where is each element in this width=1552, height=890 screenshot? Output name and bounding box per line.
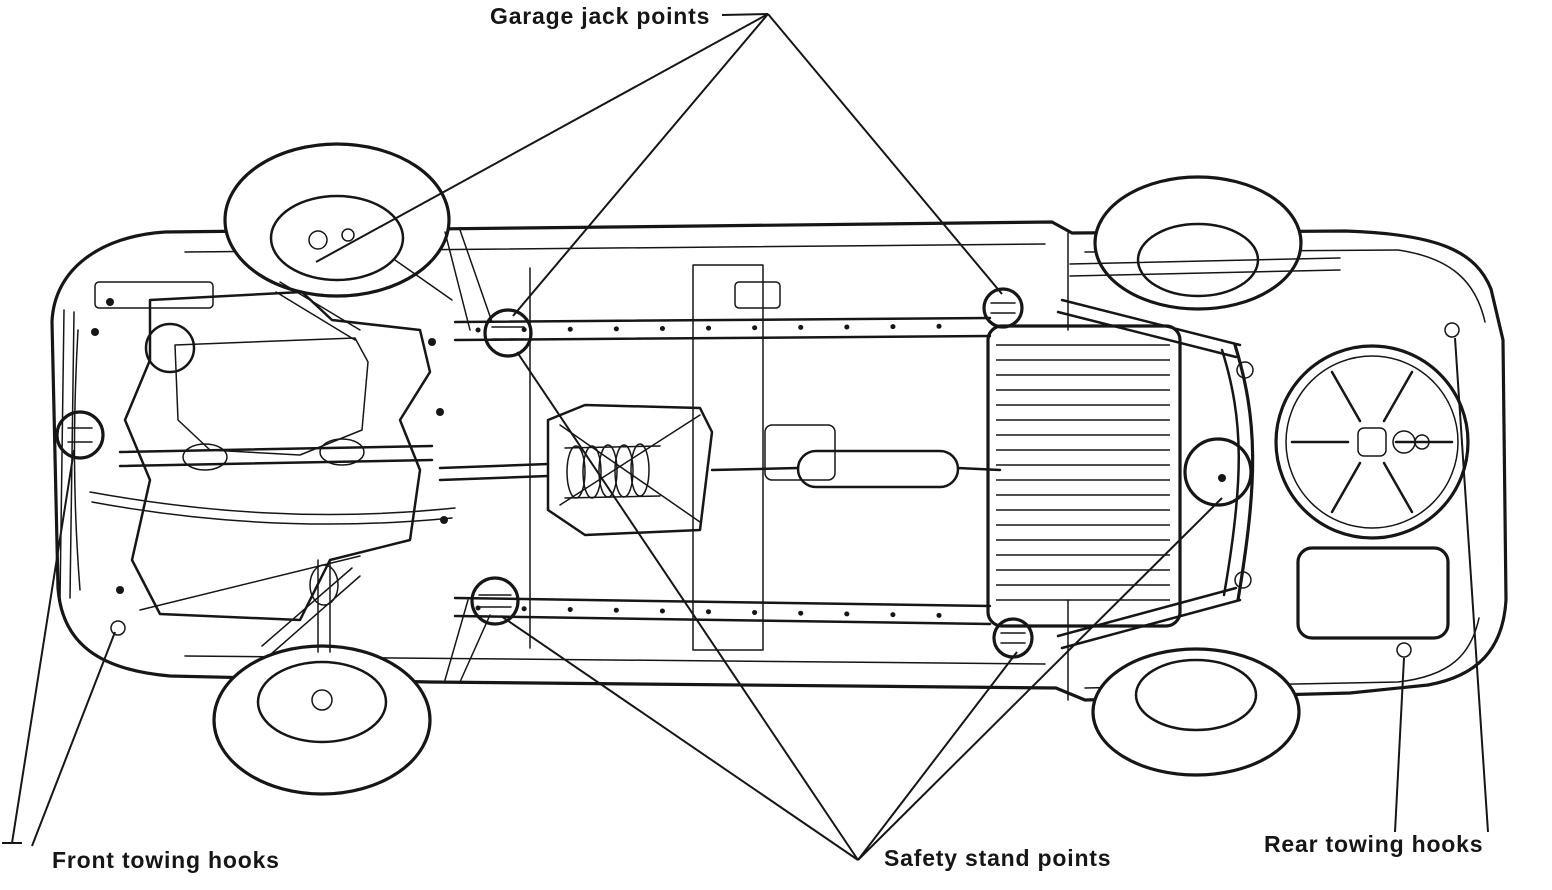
center-crossmember — [546, 403, 714, 537]
resonator — [796, 449, 960, 489]
front-towing-hooks-label: Front towing hooks — [52, 847, 280, 873]
garage-jack-points-label: Garage jack points — [490, 3, 710, 29]
rear-towing-hook-left — [1396, 642, 1412, 658]
rear-left-wheel — [1093, 175, 1303, 311]
front-towing-leader-lines — [2, 449, 116, 847]
safety-stand-point-rear-upper-marker — [982, 287, 1024, 329]
rear-towing-hook-right — [1444, 322, 1460, 338]
spare-tire — [1274, 344, 1470, 540]
front-towing-hook-marker — [55, 410, 126, 636]
fuel-tank — [986, 324, 1182, 628]
engine-mount-circle — [144, 322, 196, 374]
rear-towing-leader-lines — [1394, 337, 1489, 833]
rear-muffler — [1296, 322, 1460, 658]
floor-pan-rails — [453, 264, 992, 651]
garage-jack-point-front-marker — [483, 308, 533, 358]
garage-jack-leader-lines — [315, 13, 1003, 317]
front-right-wheel — [212, 644, 432, 796]
leader-lines — [2, 13, 1489, 861]
driveshaft-exhaust-assembly — [438, 403, 1002, 537]
service-point-markers — [55, 287, 1253, 659]
safety-stand-points-label: Safety stand points — [884, 845, 1111, 871]
steering-rack — [118, 444, 434, 468]
rear-suspension-assembly — [1056, 257, 1341, 650]
rear-right-wheel — [1091, 647, 1301, 777]
safety-stand-leader-lines — [500, 351, 1223, 861]
garage-jack-point-rear-marker — [1183, 437, 1253, 507]
stabilizer-bar — [89, 491, 456, 525]
front-suspension-assembly — [89, 229, 493, 683]
rear-towing-hooks-label: Rear towing hooks — [1264, 831, 1483, 857]
safety-stand-point-front-lower-marker — [470, 576, 520, 626]
front-left-wheel — [223, 142, 451, 298]
